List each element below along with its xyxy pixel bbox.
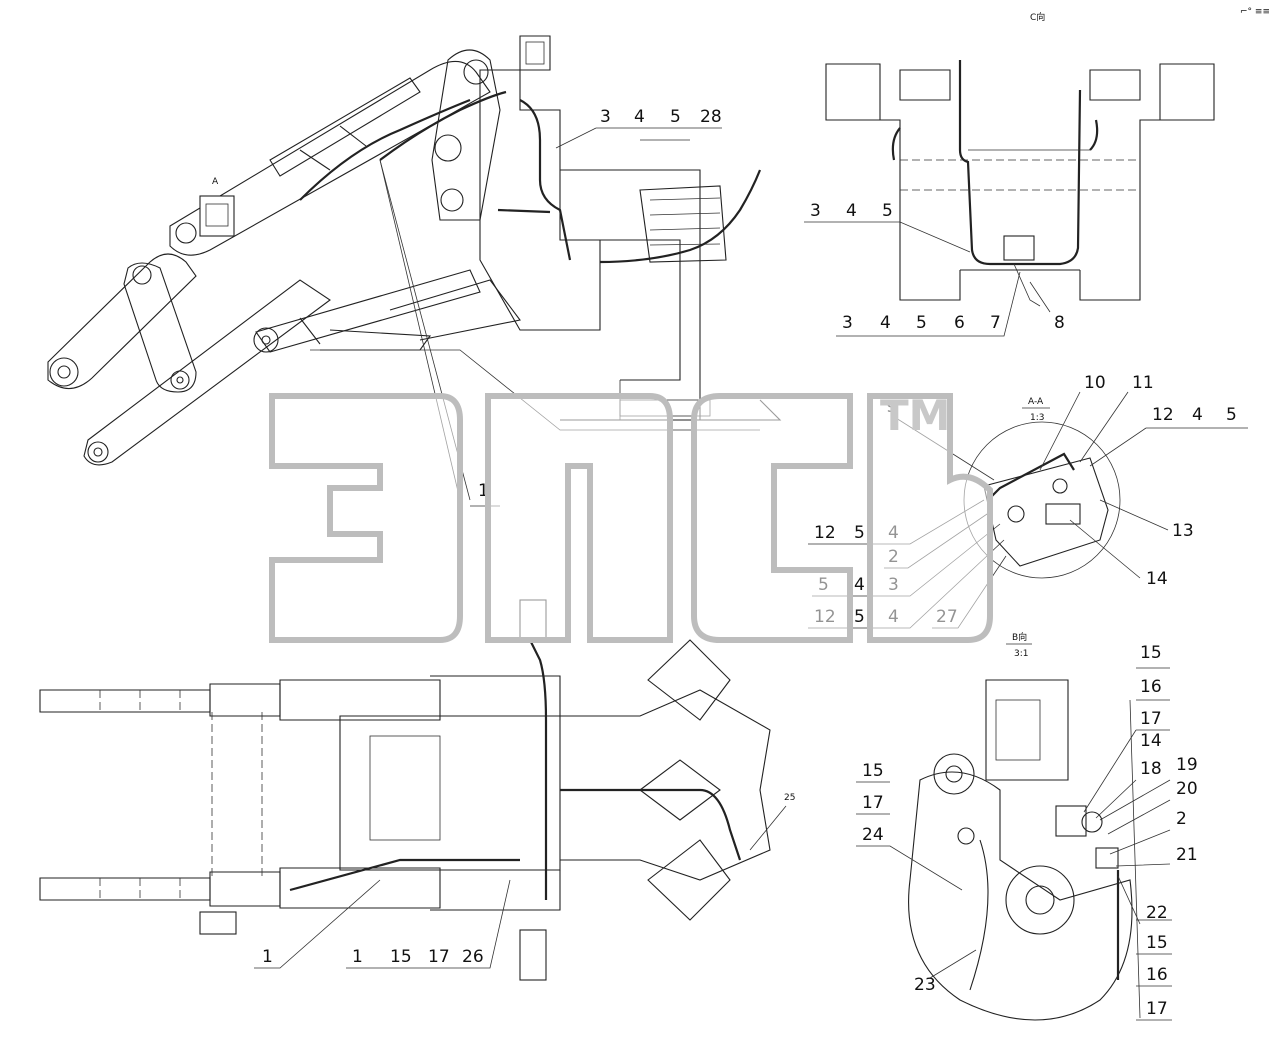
aa-callout-5d: 5 [854, 607, 865, 627]
aa-callout-4a: 4 [1192, 405, 1203, 425]
side-view: A 3 [47, 35, 782, 507]
callout-side-top: 3 4 5 28 [555, 107, 722, 149]
b-callout-21: 21 [1176, 845, 1198, 865]
b-callout-23: 23 [914, 975, 936, 995]
aa-callout-13: 13 [1172, 521, 1194, 541]
aa-callout-12a: 12 [1152, 405, 1174, 425]
section-aa-title: A-A [1028, 397, 1044, 407]
trademark-symbol: TM [880, 391, 950, 440]
plan-callout-17: 17 [428, 947, 450, 967]
c-callout-3: 3 [810, 201, 821, 221]
callout-4: 4 [634, 107, 645, 127]
plan-callout-26: 26 [462, 947, 484, 967]
c-callout-4: 4 [846, 201, 857, 221]
view-c: C向 ⌐° ≡≡≡ 3 4 5 3 4 5 6 7 8 [804, 7, 1269, 337]
view-b-title: B向 [1012, 631, 1027, 643]
b-callout-15c: 15 [862, 761, 884, 781]
callout-3: 3 [600, 107, 611, 127]
b-callout-22: 22 [1146, 903, 1168, 923]
watermark-logo: TM [269, 391, 993, 643]
c-callout-low-5: 5 [916, 313, 927, 333]
b-callout-17b: 17 [1146, 999, 1168, 1019]
b-callout-14: 14 [1140, 731, 1162, 751]
plan-callout-15: 15 [390, 947, 412, 967]
aa-callout-5a: 5 [1226, 405, 1237, 425]
aa-callout-12b: 12 [814, 523, 836, 543]
c-callout-low-6: 6 [954, 313, 965, 333]
b-callout-15a: 15 [1140, 643, 1162, 663]
aa-callout-10: 10 [1084, 373, 1106, 393]
c-callout-low-4: 4 [880, 313, 891, 333]
view-c-title: C向 [1030, 11, 1045, 23]
view-b-scale: 3:1 [1014, 649, 1028, 659]
corner-mark: ⌐° ≡≡≡ [1240, 7, 1269, 17]
section-aa-scale: 1:3 [1030, 413, 1044, 423]
c-callout-low-3: 3 [842, 313, 853, 333]
c-callout-8: 8 [1054, 313, 1065, 333]
b-callout-2: 2 [1176, 809, 1187, 829]
b-callout-18: 18 [1140, 759, 1162, 779]
b-callout-16b: 16 [1146, 965, 1168, 985]
plan-callout-25: 25 [784, 793, 795, 803]
b-callout-19: 19 [1176, 755, 1198, 775]
callout-5: 5 [670, 107, 681, 127]
b-callout-17a: 17 [1140, 709, 1162, 729]
callout-1-side: 1 [478, 481, 489, 501]
aa-callout-14: 14 [1146, 569, 1168, 589]
b-callout-15b: 15 [1146, 933, 1168, 953]
c-callout-low-7: 7 [990, 313, 1001, 333]
b-callout-24: 24 [862, 825, 884, 845]
b-right-callouts: 15 16 17 14 18 19 20 2 21 22 15 16 17 [1083, 643, 1198, 1021]
view-b: B向 3:1 15 16 17 14 18 19 20 2 21 22 15 1… [856, 631, 1198, 1021]
plan-callout-1: 1 [262, 947, 273, 967]
aa-callout-4c: 4 [854, 575, 865, 595]
callout-28: 28 [700, 107, 722, 127]
aa-callout-11: 11 [1132, 373, 1154, 393]
b-callout-16a: 16 [1140, 677, 1162, 697]
plan-callout-1b: 1 [352, 947, 363, 967]
aa-callout-5b: 5 [854, 523, 865, 543]
detail-a-label: A [212, 177, 219, 187]
c-callout-5: 5 [882, 201, 893, 221]
b-left-callouts: 15 17 24 [856, 761, 963, 891]
plan-view: 25 1 1 15 17 26 [39, 599, 795, 981]
b-callout-17c: 17 [862, 793, 884, 813]
b-callout-20: 20 [1176, 779, 1198, 799]
